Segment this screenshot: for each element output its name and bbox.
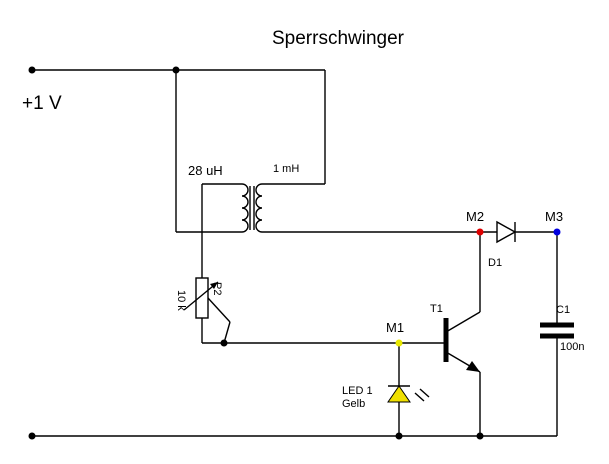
measure-point-label: M1 xyxy=(386,320,404,335)
transistor-name: T1 xyxy=(430,303,443,315)
measure-point-label: M3 xyxy=(545,209,563,224)
led-name: LED 1 xyxy=(342,385,373,397)
diagram-title: Sperrschwinger xyxy=(272,28,405,49)
led-1: LED 1 Gelb xyxy=(342,343,430,436)
measure-point-m2: M2 xyxy=(466,209,484,236)
diode-d1: D1 xyxy=(475,220,557,269)
potentiometer-p2: P2 10 k xyxy=(175,277,231,347)
potentiometer-value: 10 k xyxy=(175,290,187,311)
measure-point-m1: M1 xyxy=(386,320,404,347)
supply-rail xyxy=(28,66,325,74)
measure-point-label: M2 xyxy=(466,209,484,224)
capacitor-c1: C1 100n xyxy=(540,232,584,436)
diode-name: D1 xyxy=(488,257,502,269)
primary-winding-label: 28 uH xyxy=(188,163,223,178)
supply-label: +1 V xyxy=(22,93,62,114)
potentiometer-name: P2 xyxy=(211,282,223,295)
capacitor-name: C1 xyxy=(556,304,570,316)
led-color-label: Gelb xyxy=(342,398,365,410)
transformer: 28 uH 1 mH xyxy=(175,70,475,278)
secondary-winding-label: 1 mH xyxy=(273,163,299,175)
ground-rail xyxy=(28,432,557,440)
transistor-t1: T1 xyxy=(430,232,481,436)
capacitor-value: 100n xyxy=(560,341,584,353)
measure-point-m3: M3 xyxy=(545,209,563,236)
